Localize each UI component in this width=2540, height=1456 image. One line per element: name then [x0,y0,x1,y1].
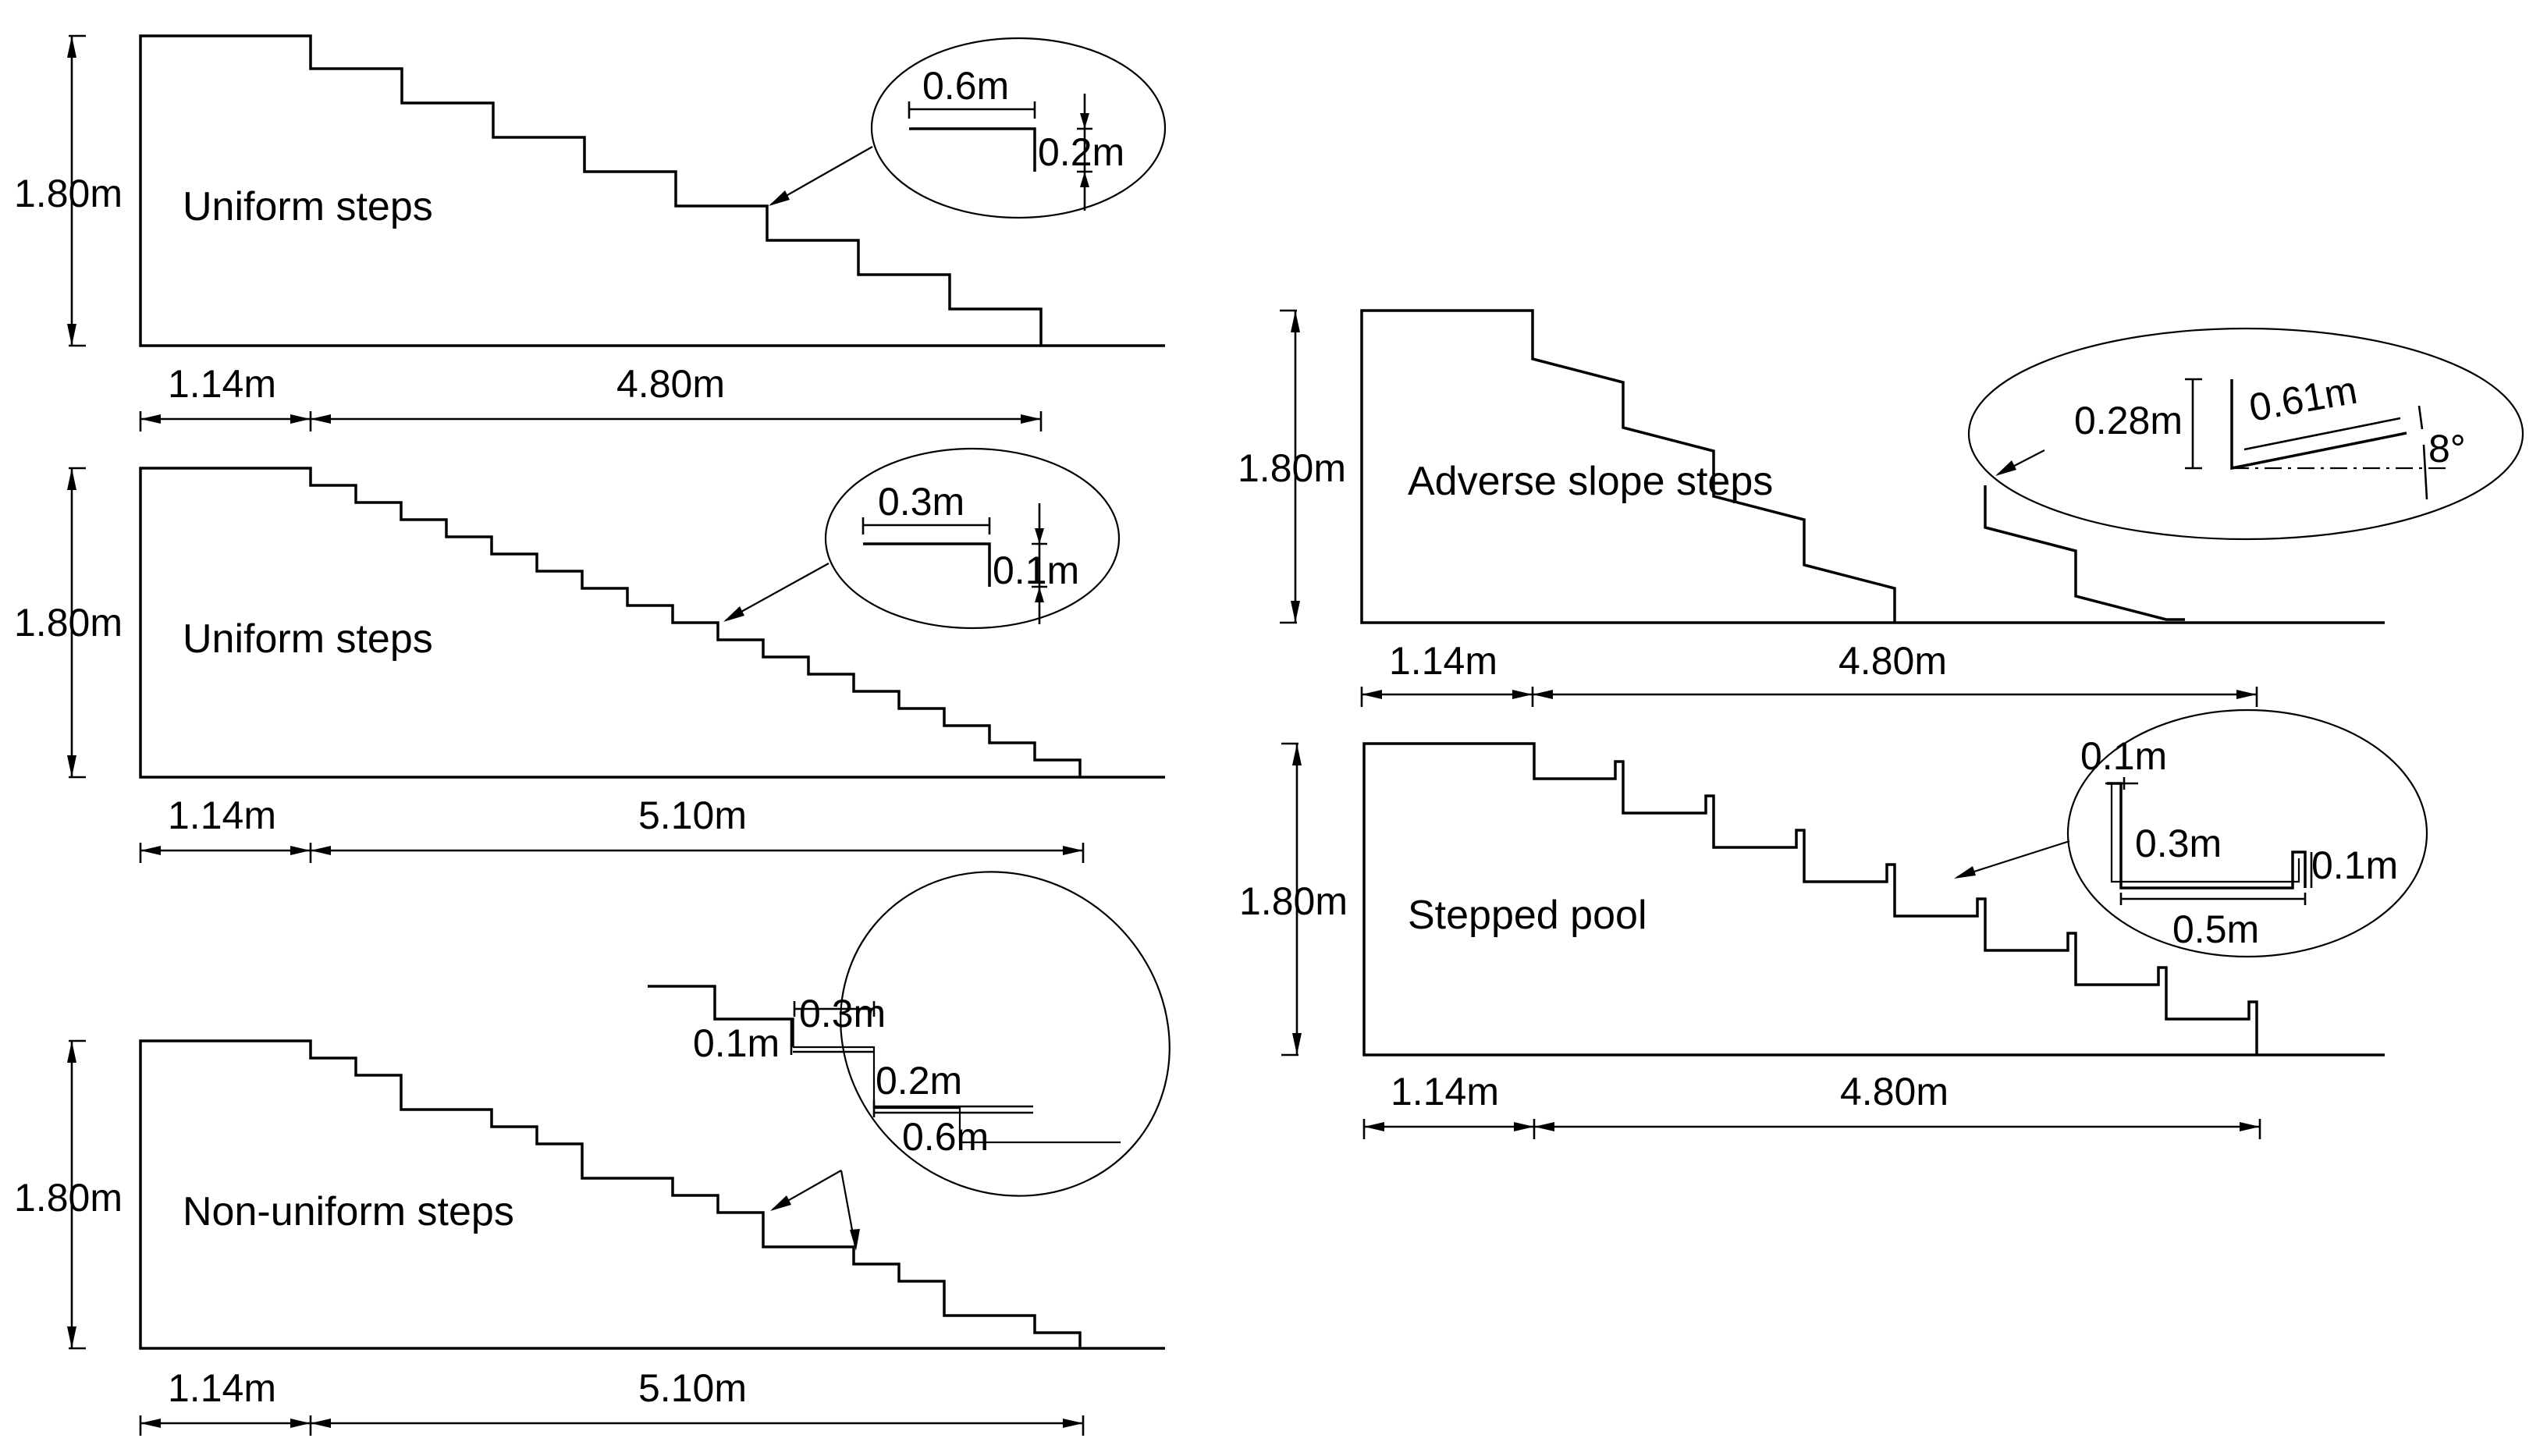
riser-label: 0.28m [2074,399,2183,442]
detail-callout [1954,708,2428,958]
panel-stepped-pool: 1.80m Stepped pool 1.14m 4.80m [1239,708,2428,1139]
panel-uniform-steps-1: 1.80m Uniform steps 1.14m 4.80m [14,34,1167,431]
panel-label: Uniform steps [183,616,433,662]
tread-label: 0.6m [922,64,1009,108]
tread-label: 0.3m [878,480,964,524]
approach-label: 1.14m [168,362,276,406]
spillway-profile [139,467,1165,779]
panel-label: Uniform steps [183,184,433,229]
approach-label: 1.14m [168,1366,276,1410]
angle-label: 8° [2428,427,2466,471]
spillway-profile [1360,309,2385,624]
length-dimension [139,843,1085,863]
detail-callout [769,37,1167,219]
pool-length-label: 0.5m [2172,907,2259,951]
length-label: 5.10m [638,1366,747,1410]
height-label: 1.80m [1238,446,1346,490]
approach-label: 1.14m [168,794,276,837]
detail-callout [723,447,1121,630]
length-dimension [139,1415,1085,1436]
detail-callout [648,871,1171,1251]
riser-large-label: 0.2m [876,1059,962,1103]
length-label: 4.80m [1838,639,1947,683]
height-label: 1.80m [1239,879,1348,923]
length-dimension [1362,1119,2261,1139]
panel-uniform-steps-2: 1.80m Uniform steps 1.14m 5.10m [14,447,1165,863]
length-label: 4.80m [1840,1070,1949,1113]
height-dimension [67,467,86,779]
length-label: 4.80m [616,362,725,406]
panel-label: Stepped pool [1408,893,1647,938]
height-dimension [67,1039,86,1350]
spillway-profile [139,34,1165,347]
height-dimension [1281,742,1302,1056]
height-label: 1.80m [14,172,123,215]
wall-thickness-label: 0.1m [2080,734,2167,778]
riser-label: 0.2m [1038,130,1124,174]
tread-small-label: 0.3m [799,992,886,1035]
riser-label: 0.1m [993,549,1079,592]
tread-large-label: 0.6m [902,1115,989,1159]
height-label: 1.80m [14,1176,123,1220]
length-label: 5.10m [638,794,747,837]
panel-non-uniform-steps: 1.80m Non-uniform steps 1.14m 5.10m [14,871,1171,1436]
approach-label: 1.14m [1391,1070,1499,1113]
adverse-step-lower [1984,485,2185,621]
approach-label: 1.14m [1389,639,1497,683]
wall-height-label: 0.3m [2135,822,2222,865]
detail-callout [1967,327,2524,541]
panel-label: Adverse slope steps [1408,459,1773,504]
panel-label: Non-uniform steps [183,1189,514,1234]
panel-adverse-slope-steps: 1.80m Adverse slope steps 1.14m 4.80m [1238,309,2524,707]
tread-label: 0.61m [2246,368,2361,430]
riser-small-label: 0.1m [693,1021,780,1065]
height-dimension [67,34,86,347]
wall-height-small-label: 0.1m [2311,843,2398,887]
spillway-profile [1362,742,2385,1056]
length-dimension [139,411,1043,431]
spillway-profile [139,1039,1165,1350]
height-dimension [1280,309,1300,624]
length-dimension [1360,687,2258,707]
height-label: 1.80m [14,601,123,645]
